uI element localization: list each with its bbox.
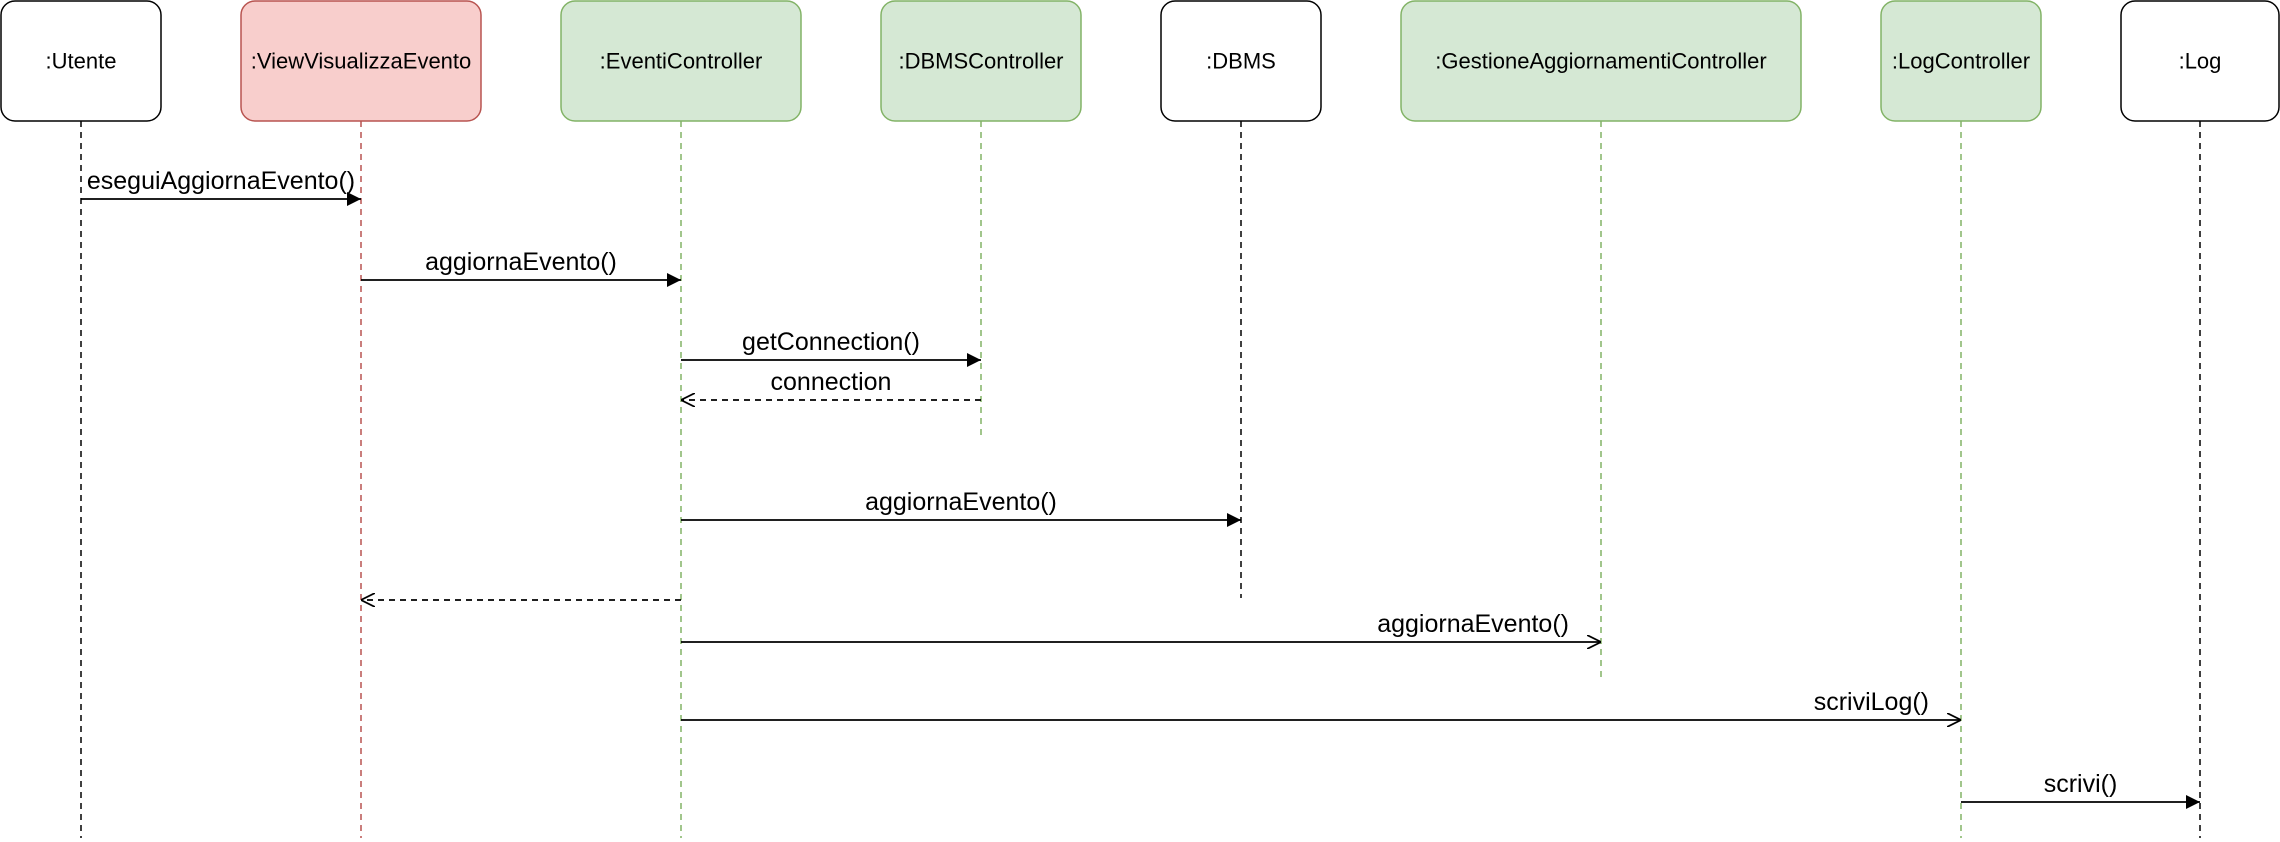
object-label: :Log [2179,49,2222,74]
message-2[interactable]: getConnection() [681,328,981,367]
message-label: aggiornaEvento() [865,488,1057,516]
object-label: :DBMSController [898,49,1063,74]
object-box[interactable] [1400,0,1802,122]
object-label: :Utente [46,49,117,74]
object-label: :GestioneAggiornamentiController [1435,49,1766,74]
lifeline-eventi: :EventiController [560,0,802,838]
lifeline-utente: :Utente [0,0,162,838]
message-6[interactable]: aggiornaEvento() [681,610,1601,642]
object-box[interactable] [2120,0,2280,122]
message-label: eseguiAggiornaEvento() [87,167,355,195]
message-8[interactable]: scrivi() [1961,770,2200,809]
lifeline-dbms: :DBMS [1160,0,1322,598]
object-label: :LogController [1892,49,2030,74]
message-label: aggiornaEvento() [425,248,617,276]
lifeline-dbmsctrl: :DBMSController [880,0,1082,440]
object-box[interactable] [880,0,1082,122]
object-label: :ViewVisualizzaEvento [251,49,472,74]
object-box[interactable] [560,0,802,122]
message-label: getConnection() [742,328,920,356]
lifeline-logctrl: :LogController [1880,0,2042,838]
message-0[interactable]: eseguiAggiornaEvento() [81,167,361,206]
message-3[interactable]: connection [681,368,981,400]
message-label: scriviLog() [1814,688,1929,716]
lifeline-log: :Log [2120,0,2280,838]
object-box[interactable] [1160,0,1322,122]
object-label: :DBMS [1206,49,1276,74]
object-box[interactable] [240,0,482,122]
lifeline-gestione: :GestioneAggiornamentiController [1400,0,1802,680]
message-label: connection [771,368,892,396]
object-label: :EventiController [600,49,763,74]
message-label: scrivi() [2044,770,2118,798]
message-4[interactable]: aggiornaEvento() [681,488,1241,527]
lifeline-view: :ViewVisualizzaEvento [240,0,482,838]
message-7[interactable]: scriviLog() [681,688,1961,720]
object-box[interactable] [0,0,162,122]
object-box[interactable] [1880,0,2042,122]
message-1[interactable]: aggiornaEvento() [361,248,681,287]
message-label: aggiornaEvento() [1377,610,1569,638]
